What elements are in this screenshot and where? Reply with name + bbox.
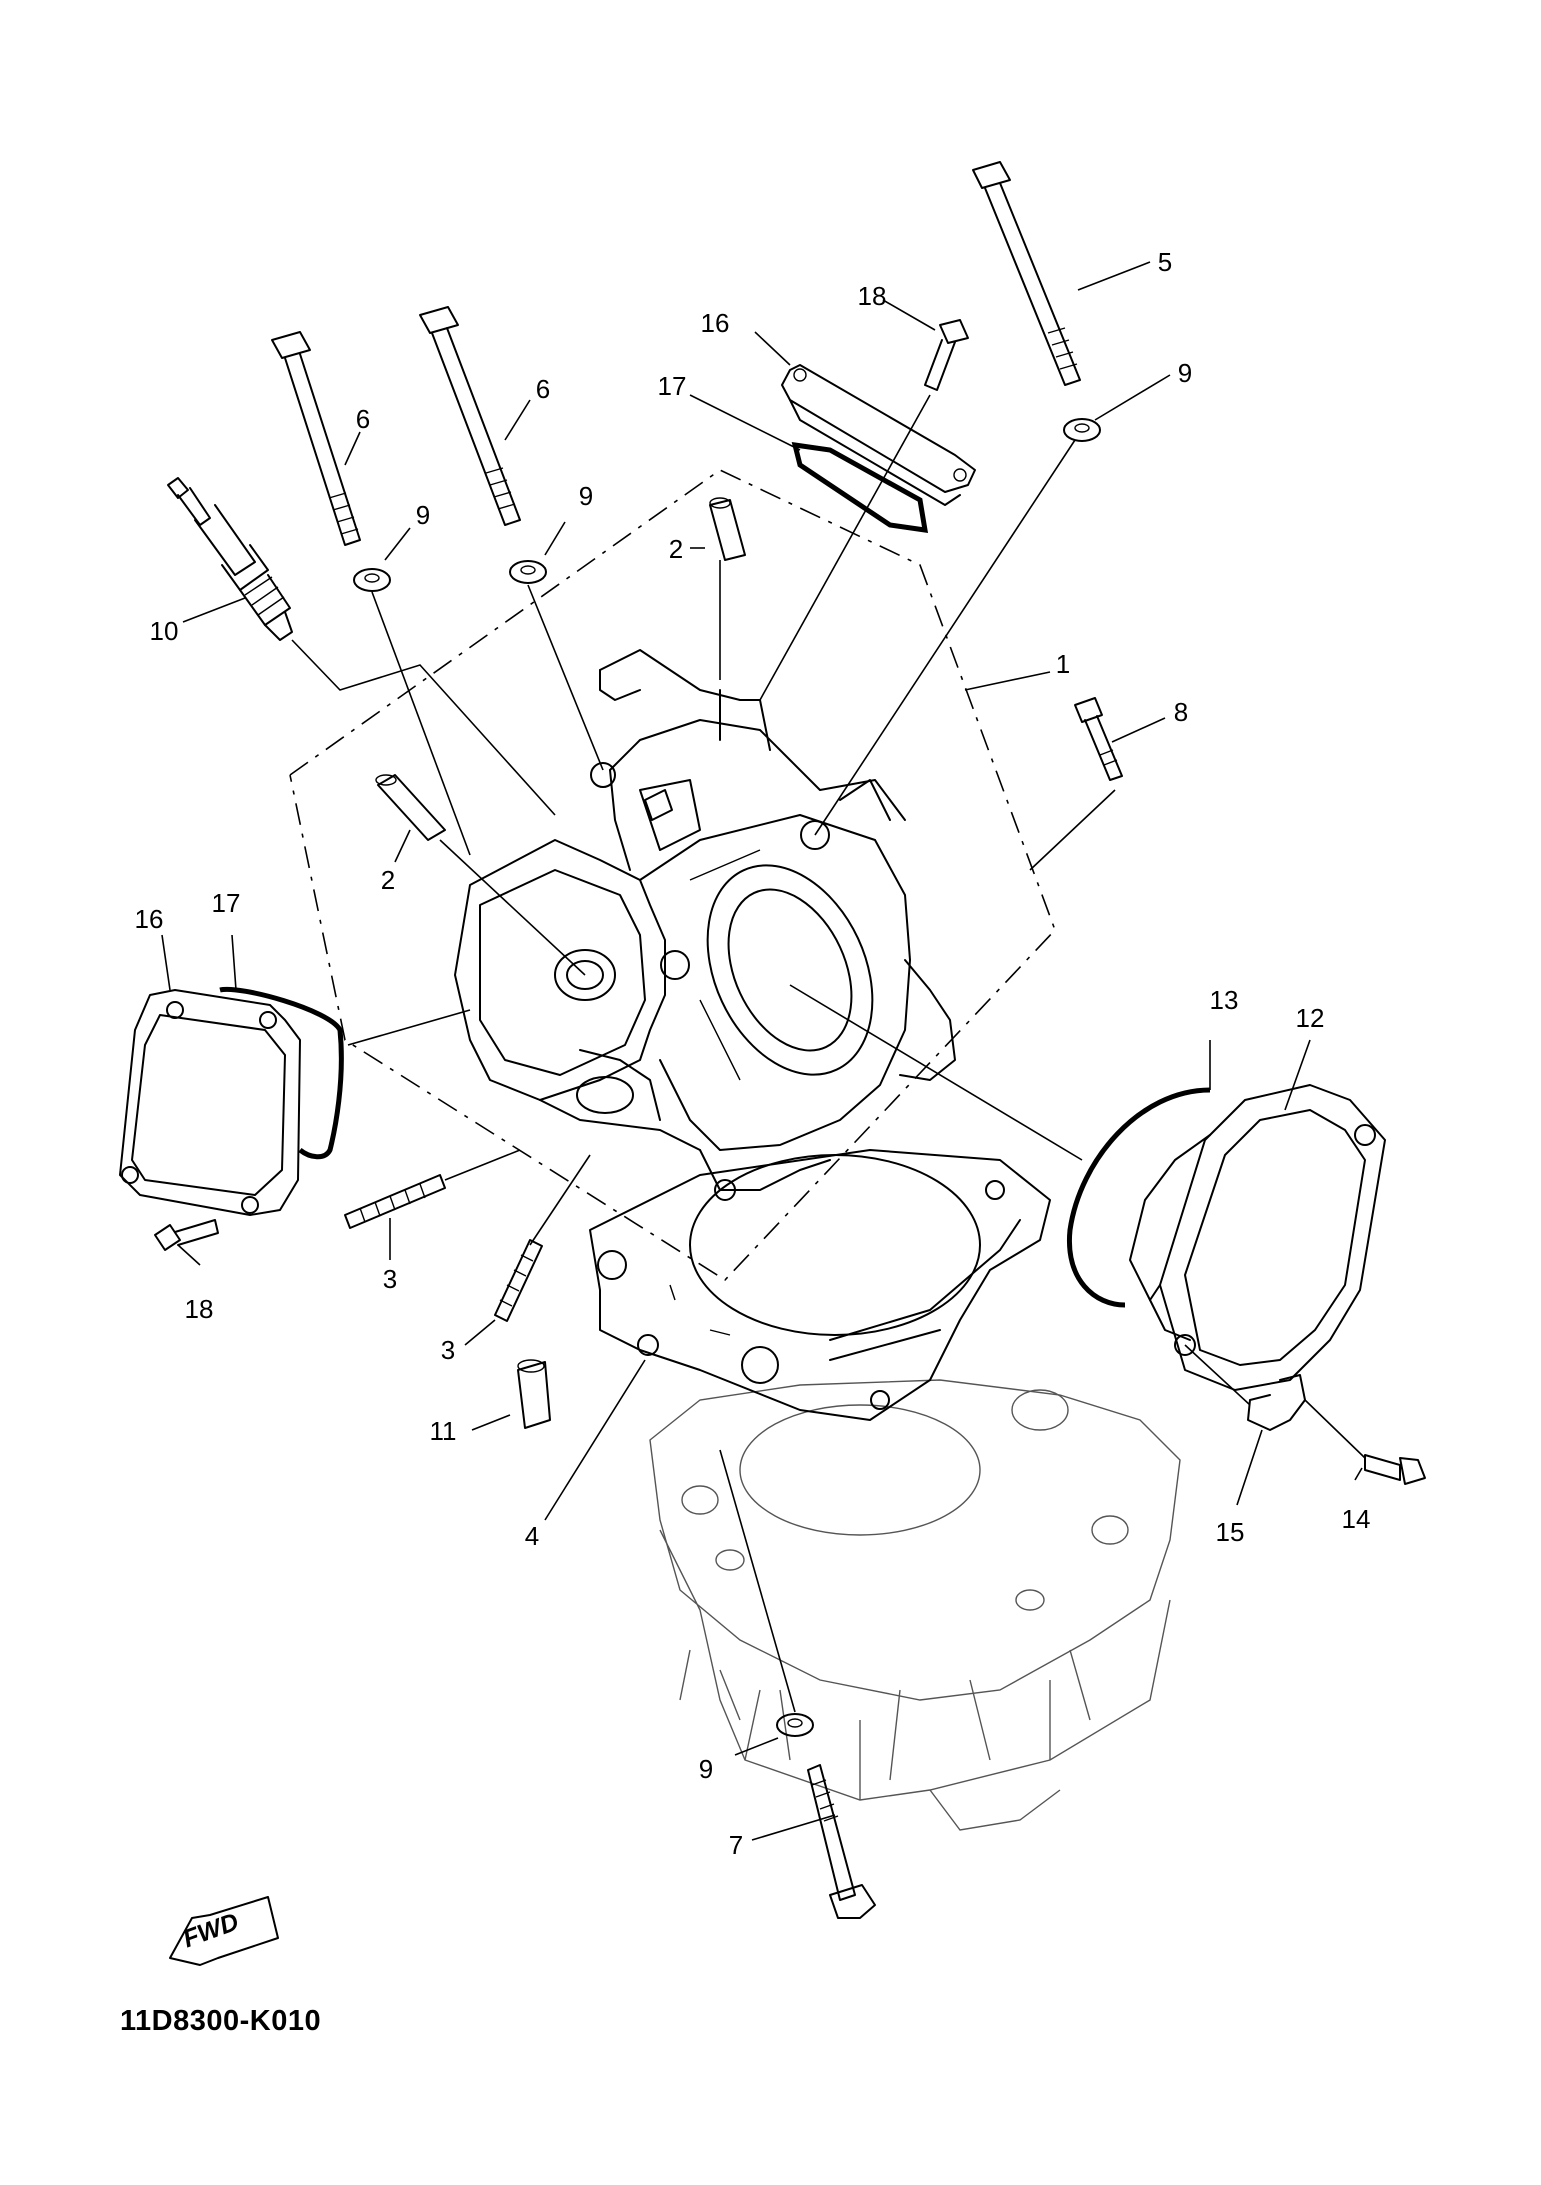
- cylinder-block: [649, 1379, 1181, 1831]
- callout-3b: 3: [440, 1335, 456, 1365]
- bolt-6-right: [419, 306, 521, 526]
- callout-8: 8: [1173, 697, 1189, 727]
- callout-16b: 16: [700, 308, 730, 338]
- callout-14: 14: [1341, 1504, 1371, 1534]
- callout-15: 15: [1215, 1517, 1245, 1547]
- stud-3-b: [494, 1239, 543, 1322]
- dowel-11: [517, 1359, 551, 1429]
- callout-9b: 9: [578, 481, 594, 511]
- washer-9-d: [776, 1713, 814, 1737]
- bolt-8: [1074, 697, 1123, 781]
- callout-16a: 16: [134, 904, 164, 934]
- callout-1: 1: [1055, 649, 1071, 679]
- bolt-18-left: [154, 1219, 219, 1251]
- fwd-arrow-icon: [169, 1896, 279, 1966]
- callout-9a: 9: [415, 500, 431, 530]
- callout-12: 12: [1295, 1003, 1325, 1033]
- callout-18a: 18: [857, 281, 887, 311]
- bolt-14: [1364, 1454, 1426, 1485]
- callout-10: 10: [149, 616, 179, 646]
- washer-9-a: [353, 568, 391, 592]
- callout-13: 13: [1209, 985, 1239, 1015]
- callout-9d: 9: [698, 1754, 714, 1784]
- callout-5: 5: [1157, 247, 1173, 277]
- callout-17b: 17: [657, 371, 687, 401]
- callout-6a: 6: [355, 404, 371, 434]
- assembly-outline: [289, 469, 1056, 1282]
- bolt-6-left: [271, 331, 361, 546]
- callout-2b: 2: [380, 865, 396, 895]
- stud-3-a: [344, 1174, 446, 1229]
- callout-18b: 18: [184, 1294, 214, 1324]
- callout-2a: 2: [668, 534, 684, 564]
- bolt-18-top: [924, 319, 969, 391]
- head-gasket: [589, 1149, 1051, 1421]
- gasket-left: [219, 986, 344, 1160]
- o-ring-right: [1066, 1087, 1211, 1308]
- callout-9c: 9: [1177, 358, 1193, 388]
- gasket-top: [791, 441, 929, 533]
- diagram-code: 11D8300-K010: [120, 2005, 322, 2037]
- callout-6b: 6: [535, 374, 551, 404]
- side-cover-right: [1129, 1084, 1386, 1391]
- side-cover-left: [119, 989, 301, 1216]
- dowel-2-top: [709, 497, 746, 561]
- clamp-15: [1247, 1374, 1306, 1431]
- cover-top: [781, 364, 976, 506]
- washer-9-b: [509, 560, 547, 584]
- callout-11: 11: [429, 1416, 457, 1446]
- cylinder-head: [454, 649, 956, 1191]
- spark-plug: [167, 477, 293, 641]
- callout-7: 7: [728, 1830, 744, 1860]
- bolt-5: [972, 161, 1081, 386]
- washer-9-c: [1063, 418, 1101, 442]
- bolt-7: [807, 1764, 876, 1919]
- leader-lines: [161, 261, 1366, 1841]
- callout-17a: 17: [211, 888, 241, 918]
- dowel-2-left: [375, 774, 446, 841]
- callout-4: 4: [524, 1521, 540, 1551]
- callout-3a: 3: [382, 1264, 398, 1294]
